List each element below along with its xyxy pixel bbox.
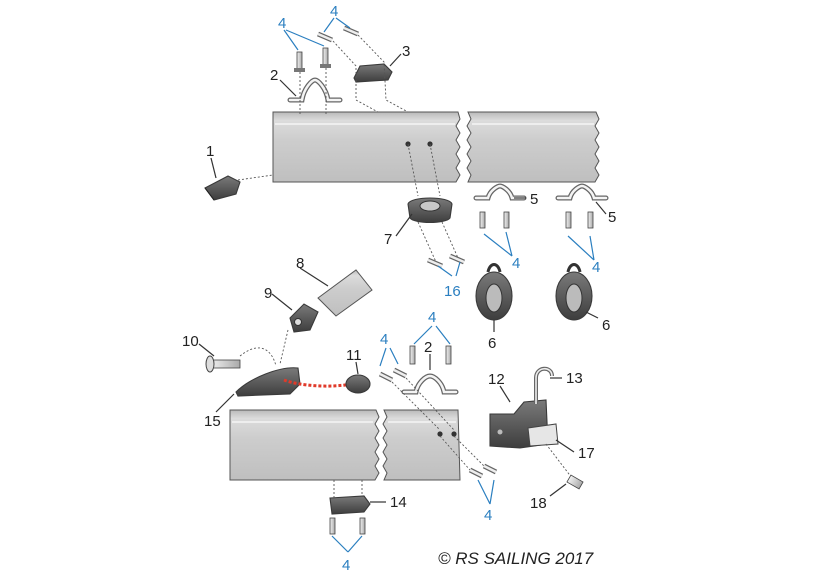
part-6-block-left [475, 263, 513, 321]
label-fastener-4: 4 [592, 259, 600, 276]
label-part-17: 17 [578, 445, 595, 462]
label-part-6-left: 6 [488, 335, 496, 352]
part-10-bolt [205, 355, 241, 373]
label-part-12: 12 [488, 371, 505, 388]
part-17-clip [527, 423, 559, 447]
lower-spar-right-section [382, 409, 461, 481]
rivets-under-part-14 [329, 517, 366, 535]
part-5-saddle-right [555, 183, 609, 201]
label-part-9: 9 [264, 285, 272, 302]
part-18-pin [566, 474, 584, 490]
label-part-5-left: 5 [530, 191, 538, 208]
part-11-ball [345, 374, 371, 394]
label-part-2-top: 2 [270, 67, 278, 84]
part-8-boom-end [317, 269, 373, 317]
label-part-8: 8 [296, 255, 304, 272]
upper-spar-section [272, 111, 461, 183]
part-2-saddle-bottom [401, 373, 459, 395]
label-part-5-right: 5 [608, 209, 616, 226]
rivets-lower-group [378, 345, 498, 479]
part-7-fairlead [407, 197, 453, 224]
label-part-18: 18 [530, 495, 547, 512]
label-part-7: 7 [384, 231, 392, 248]
label-fastener-4: 4 [484, 507, 492, 524]
label-fastener-4: 4 [278, 15, 286, 32]
label-fastener-16: 16 [444, 283, 461, 300]
label-fastener-4: 4 [512, 255, 520, 272]
part-2-saddle-top [287, 77, 343, 103]
part-14-block [329, 495, 371, 515]
label-fastener-4: 4 [428, 309, 436, 326]
label-part-3: 3 [402, 43, 410, 60]
label-part-1: 1 [206, 143, 214, 160]
label-part-2-bottom: 2 [424, 339, 432, 356]
part-3-cleat [353, 63, 393, 83]
label-part-6-right: 6 [602, 317, 610, 334]
rivet-pair-top-saddle [294, 47, 331, 72]
label-part-13: 13 [566, 370, 583, 387]
rivets-under-saddles [479, 211, 594, 229]
rivet-pair-16 [427, 253, 465, 269]
label-part-15: 15 [204, 413, 221, 430]
label-part-14: 14 [390, 494, 407, 511]
rivet-pair-top-cleat [317, 25, 359, 43]
copyright-notice: © RS SAILING 2017 [438, 549, 594, 568]
rivet-hole [437, 431, 443, 437]
label-fastener-4: 4 [342, 557, 350, 574]
upper-spar-right-section [466, 111, 600, 183]
part-9-fitting [289, 303, 319, 333]
rivet-hole [451, 431, 457, 437]
label-part-10: 10 [182, 333, 199, 350]
label-fastener-4: 4 [380, 331, 388, 348]
label-fastener-4: 4 [330, 3, 338, 20]
part-5-saddle-left [473, 183, 527, 201]
part-13-hook [534, 366, 554, 404]
part-1-end-cap [204, 175, 241, 201]
part-15-cleat-base [235, 367, 301, 397]
lower-spar-left-section [229, 409, 380, 481]
label-part-11: 11 [346, 347, 362, 364]
part-6-block-right [555, 263, 593, 321]
leader-lines [198, 17, 607, 553]
